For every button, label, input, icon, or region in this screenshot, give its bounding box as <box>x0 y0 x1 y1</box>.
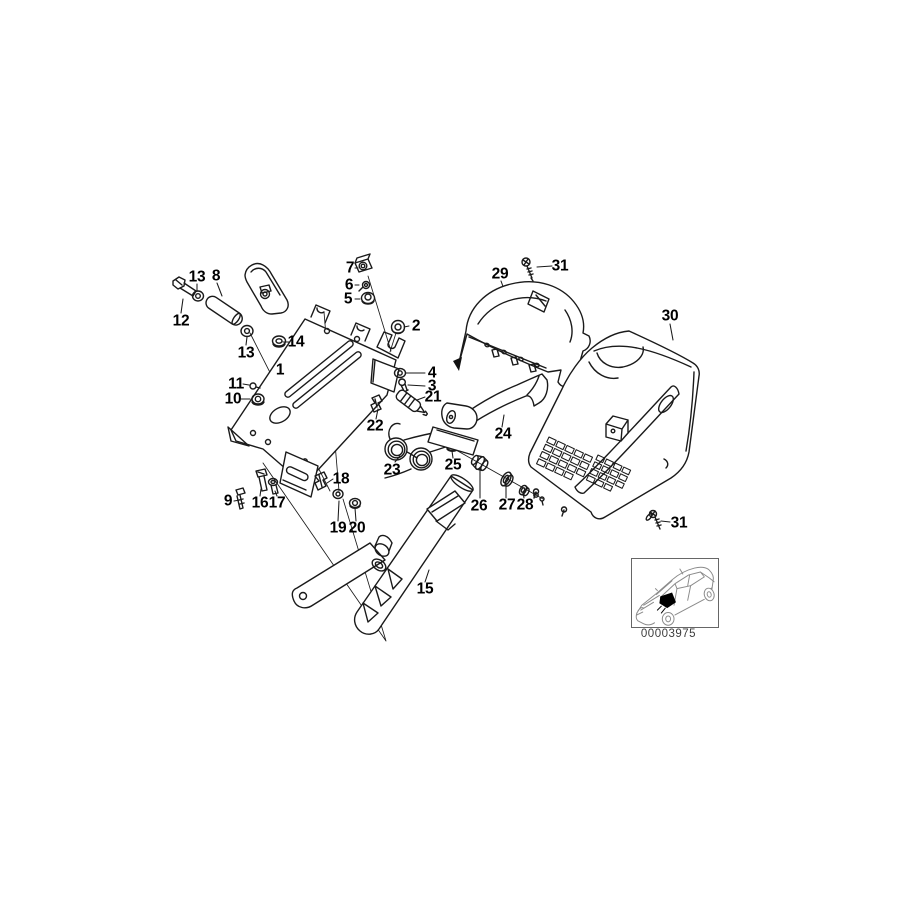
callout-29-22[interactable]: 29 <box>491 265 509 283</box>
callout-21-14[interactable]: 21 <box>424 388 442 406</box>
nut-5 <box>360 291 376 305</box>
callout-17-28[interactable]: 17 <box>268 494 286 512</box>
screw-31-top <box>521 257 534 282</box>
callout-1-5[interactable]: 1 <box>275 361 285 379</box>
clip-18 <box>314 471 328 491</box>
clamp-strap <box>244 262 289 315</box>
callout-28-21[interactable]: 28 <box>516 496 534 514</box>
callout-2-11[interactable]: 2 <box>411 317 421 335</box>
screw-31-bottom <box>645 509 662 530</box>
washer-19 <box>332 488 344 500</box>
callout-24-17[interactable]: 24 <box>494 425 512 443</box>
callout-12-2[interactable]: 12 <box>172 312 190 330</box>
grommet-26 <box>470 454 489 472</box>
callout-16-27[interactable]: 16 <box>251 494 269 512</box>
callout-31-23[interactable]: 31 <box>551 257 569 275</box>
callout-25-18[interactable]: 25 <box>444 456 462 474</box>
callout-11-6[interactable]: 11 <box>228 375 244 393</box>
shroud-cube <box>605 415 629 442</box>
nut-14 <box>271 335 287 348</box>
bushings-26-27-28 <box>470 454 545 506</box>
lock-cylinder-group <box>370 367 429 417</box>
callout-6-9[interactable]: 6 <box>344 276 354 294</box>
fastener-stack <box>354 253 406 335</box>
part-1-bracket <box>227 304 406 498</box>
bolt-16 <box>255 468 268 492</box>
callout-26-19[interactable]: 26 <box>470 497 488 515</box>
washer-27 <box>500 471 514 487</box>
bolt-17 <box>267 477 279 495</box>
part-location-marker <box>659 592 676 609</box>
callout-31-25[interactable]: 31 <box>670 514 688 532</box>
callout-13-3[interactable]: 13 <box>237 344 255 362</box>
bolt-9 <box>235 487 246 510</box>
callout-14-4[interactable]: 14 <box>287 333 305 351</box>
callout-10-7[interactable]: 10 <box>224 390 242 408</box>
inset-code: 00003975 <box>640 628 697 640</box>
callout-15-32[interactable]: 15 <box>416 580 434 598</box>
part-8-clamp-group <box>172 262 289 348</box>
cage-nut-7 <box>354 253 373 273</box>
grille-grid-1 <box>536 436 594 481</box>
callout-19-30[interactable]: 19 <box>329 519 347 537</box>
bolt-12 <box>172 276 197 297</box>
callout-4-12[interactable]: 4 <box>427 364 437 382</box>
callout-5-10[interactable]: 5 <box>343 290 353 308</box>
nut-20 <box>348 497 362 509</box>
part-30-lower-shroud <box>527 330 700 530</box>
bolt-3 <box>398 378 409 393</box>
washer-13-left <box>191 290 205 302</box>
ring-6 <box>358 280 371 292</box>
small-fasteners-bottom <box>235 468 362 510</box>
spring-23 <box>384 422 456 479</box>
pin-8 <box>205 295 243 326</box>
washer-13-right <box>240 324 254 338</box>
part-24-arm <box>427 373 549 456</box>
vehicle-inset <box>631 558 719 628</box>
nut-2 <box>390 319 406 335</box>
callout-13-0[interactable]: 13 <box>188 268 206 286</box>
part-15-lower-arm <box>291 474 474 635</box>
callout-27-20[interactable]: 27 <box>498 496 516 514</box>
nut-28 <box>518 484 530 497</box>
callout-30-24[interactable]: 30 <box>661 307 679 325</box>
callout-8-1[interactable]: 8 <box>211 267 221 285</box>
part-29-upper-shroud <box>453 257 591 388</box>
callout-7-8[interactable]: 7 <box>345 259 355 277</box>
collar <box>374 534 393 557</box>
callout-18-29[interactable]: 18 <box>332 470 350 488</box>
callout-3-13[interactable]: 3 <box>427 377 437 395</box>
callout-22-15[interactable]: 22 <box>366 417 384 435</box>
vehicle-thumbnail <box>635 566 715 626</box>
washer-4 <box>393 367 407 379</box>
callout-20-31[interactable]: 20 <box>348 519 366 537</box>
clip-22 <box>370 394 383 413</box>
lock-barrel-21 <box>395 389 429 417</box>
grille-grid-2 <box>585 454 632 492</box>
callout-9-26[interactable]: 9 <box>223 492 233 510</box>
fasteners-10-11 <box>249 382 265 406</box>
callout-23-16[interactable]: 23 <box>383 461 401 479</box>
